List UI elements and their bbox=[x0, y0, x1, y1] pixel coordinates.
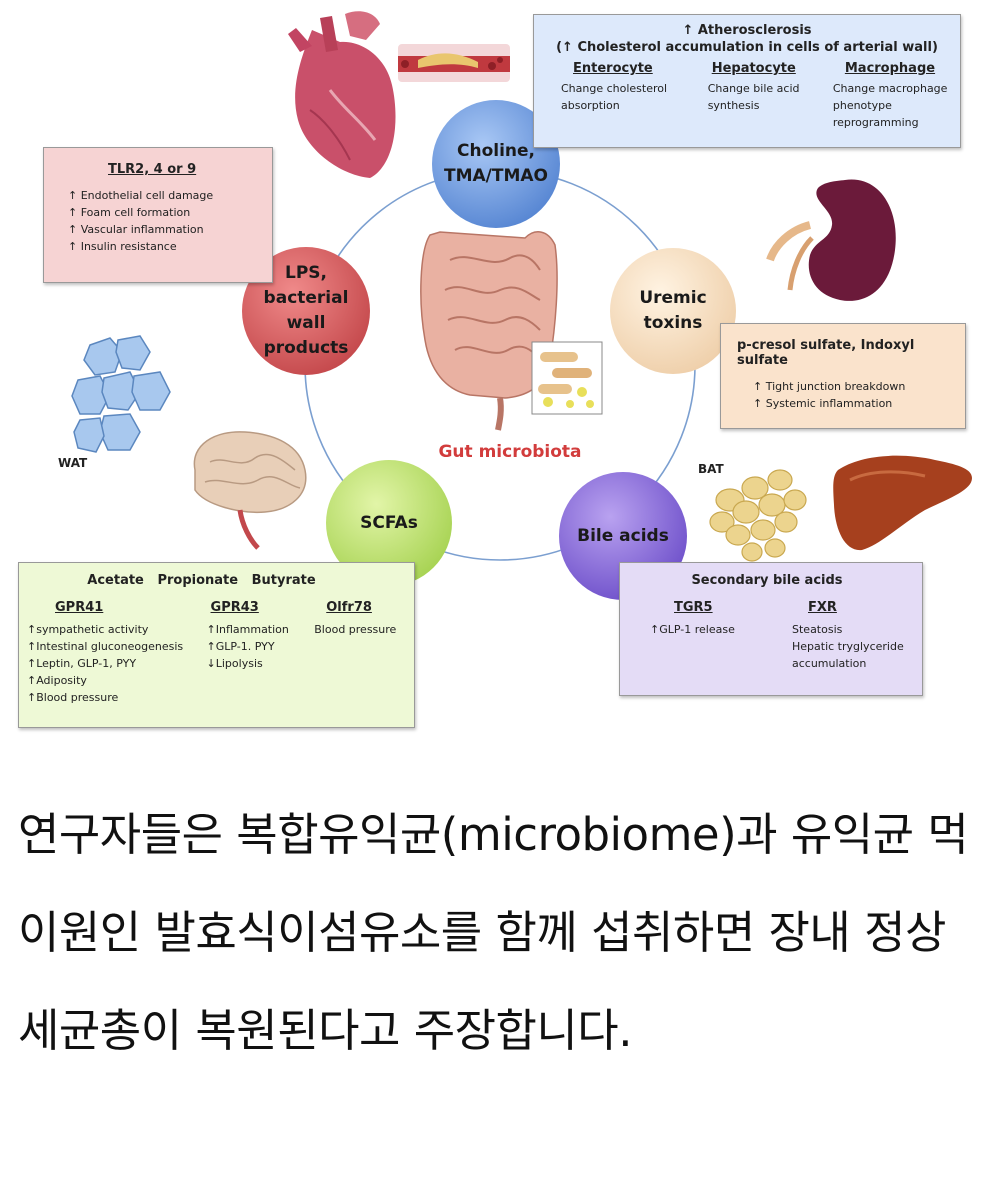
gpr41-heading: GPR41 bbox=[55, 600, 207, 615]
brain-illustration bbox=[194, 432, 305, 548]
kidney-illustration bbox=[770, 180, 896, 301]
enterocyte-heading: Enterocyte bbox=[573, 61, 708, 76]
atherosclerosis-subtitle: (↑ Cholesterol accumulation in cells of … bbox=[534, 40, 960, 55]
gpr43-item: ↓Lipolysis bbox=[207, 655, 315, 672]
bile-box: Secondary bile acids TGR5 ↑GLP-1 release… bbox=[619, 562, 923, 696]
uremic-box: p-cresol sulfate, Indoxyl sulfate ↑ Tigh… bbox=[720, 323, 966, 429]
bat-illustration bbox=[710, 470, 806, 561]
center-label: Gut microbiota bbox=[420, 442, 600, 462]
macrophage-heading: Macrophage bbox=[845, 61, 960, 76]
macrophage-column: Macrophage Change macrophage phenotype r… bbox=[833, 61, 960, 131]
olfr78-heading: Olfr78 bbox=[326, 600, 414, 615]
gpr41-column: GPR41 ↑sympathetic activity ↑Intestinal … bbox=[19, 600, 207, 706]
gpr41-item: ↑sympathetic activity bbox=[27, 621, 207, 638]
gpr41-item: ↑Blood pressure bbox=[27, 689, 207, 706]
gpr41-item: ↑Intestinal gluconeogenesis bbox=[27, 638, 207, 655]
enterocyte-column: Enterocyte Change cholesterol absorption bbox=[534, 61, 708, 131]
wat-label: WAT bbox=[58, 456, 87, 470]
tgr5-text: ↑GLP-1 release bbox=[650, 621, 792, 638]
uremic-item: ↑ Tight junction breakdown bbox=[737, 378, 965, 395]
tlr-heading: TLR2, 4 or 9 bbox=[108, 162, 272, 177]
olfr78-column: Olfr78 Blood pressure bbox=[314, 600, 414, 706]
article-paragraph: 연구자들은 복합유익균(microbiome)과 유익균 먹이원인 발효식이섬유… bbox=[18, 786, 970, 1080]
hepatocyte-column: Hepatocyte Change bile acid synthesis bbox=[708, 61, 833, 131]
gpr41-item: ↑Leptin, GLP-1, PYY bbox=[27, 655, 207, 672]
gpr41-item: ↑Adiposity bbox=[27, 672, 207, 689]
macrophage-text: Change macrophage phenotype reprogrammin… bbox=[833, 80, 960, 131]
atherosclerosis-title: ↑ Atherosclerosis bbox=[534, 23, 960, 38]
bile-title: Secondary bile acids bbox=[612, 573, 922, 588]
hepatocyte-heading: Hepatocyte bbox=[712, 61, 833, 76]
gpr43-heading: GPR43 bbox=[211, 600, 315, 615]
enterocyte-text: Change cholesterol absorption bbox=[561, 80, 708, 114]
bat-label: BAT bbox=[698, 462, 724, 476]
gpr43-column: GPR43 ↑Inflammation ↑GLP-1. PYY ↓Lipolys… bbox=[207, 600, 315, 706]
gpr43-item: ↑GLP-1. PYY bbox=[207, 638, 315, 655]
uremic-title: p-cresol sulfate, Indoxyl sulfate bbox=[737, 338, 965, 368]
scfa-title: Acetate Propionate Butyrate bbox=[0, 573, 414, 588]
tlr-item: ↑ Foam cell formation bbox=[68, 204, 272, 221]
tlr-item: ↑ Insulin resistance bbox=[68, 238, 272, 255]
liver-illustration bbox=[833, 456, 972, 550]
node-uremic-toxins: Uremic toxins bbox=[610, 248, 736, 374]
tlr-item: ↑ Vascular inflammation bbox=[68, 221, 272, 238]
fxr-column: FXR Steatosis Hepatic tryglyceride accum… bbox=[792, 600, 922, 672]
artery-illustration bbox=[398, 44, 510, 82]
fxr-text: Steatosis Hepatic tryglyceride accumulat… bbox=[792, 621, 922, 672]
atherosclerosis-box: ↑ Atherosclerosis (↑ Cholesterol accumul… bbox=[533, 14, 961, 148]
fxr-heading: FXR bbox=[808, 600, 922, 615]
tlr-item: ↑ Endothelial cell damage bbox=[68, 187, 272, 204]
tlr-box: TLR2, 4 or 9 ↑ Endothelial cell damage ↑… bbox=[43, 147, 273, 283]
tgr5-heading: TGR5 bbox=[674, 600, 792, 615]
olfr78-item: Blood pressure bbox=[314, 621, 414, 638]
uremic-item: ↑ Systemic inflammation bbox=[737, 395, 965, 412]
wat-illustration bbox=[72, 336, 170, 452]
heart-illustration bbox=[288, 11, 396, 178]
scfa-box: Acetate Propionate Butyrate GPR41 ↑sympa… bbox=[18, 562, 415, 728]
gpr43-item: ↑Inflammation bbox=[207, 621, 315, 638]
bacteria-inset bbox=[532, 342, 602, 414]
gut-microbiota-figure: Choline, TMA/TMAO Uremic toxins Bile aci… bbox=[0, 0, 988, 745]
tgr5-column: TGR5 ↑GLP-1 release bbox=[620, 600, 792, 672]
hepatocyte-text: Change bile acid synthesis bbox=[708, 80, 833, 114]
